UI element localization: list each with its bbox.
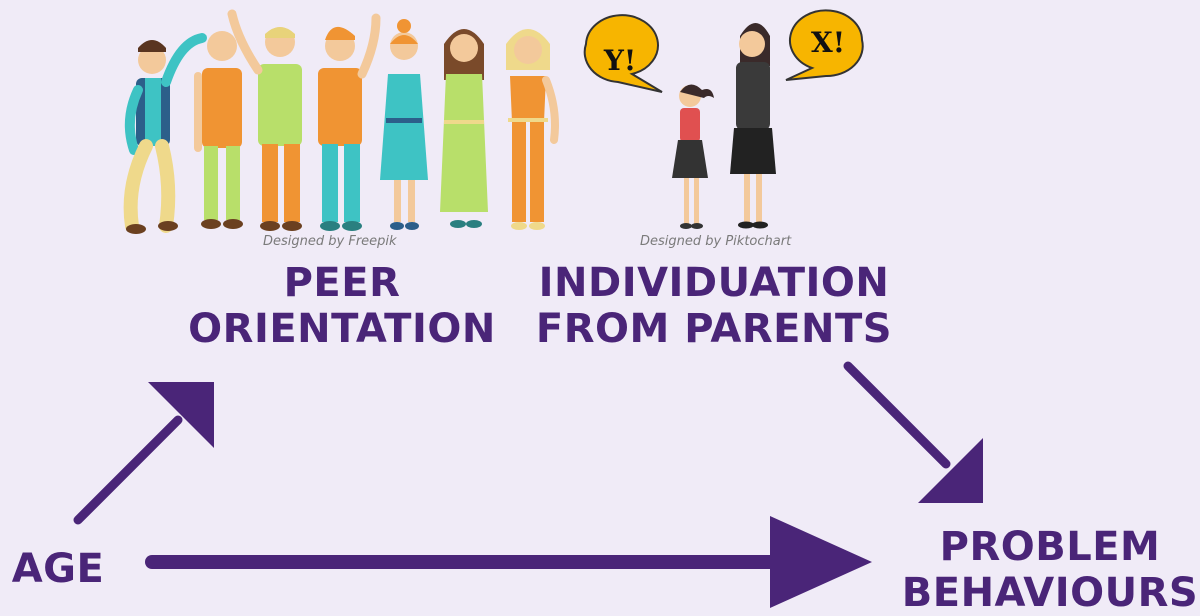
individuation-line-2: FROM PARENTS [535, 306, 893, 352]
credit-freepik: Designed by Freepik [263, 234, 397, 249]
person-1 [123, 33, 207, 234]
individuation-line-1: INDIVIDUATION [538, 260, 890, 306]
problem-line-2: BEHAVIOURS [901, 570, 1199, 616]
credit-piktochart: Designed by Piktochart [640, 234, 792, 249]
problem-behaviours-label: PROBLEM BEHAVIOURS [900, 524, 1200, 616]
person-2 [194, 31, 243, 229]
peer-group-illustration [123, 9, 559, 234]
person-7 [506, 29, 559, 230]
person-4 [318, 13, 381, 231]
speech-bubble-right [785, 9, 864, 81]
speech-text-right: X! [811, 26, 845, 59]
person-6 [440, 29, 488, 228]
arrow-parents-to-problem [843, 361, 983, 503]
peer-line-2: ORIENTATION [188, 306, 496, 352]
mother-figure [730, 23, 776, 229]
peer-orientation-label: PEER ORIENTATION [186, 260, 498, 352]
age-label: AGE [8, 546, 108, 592]
arrow-age-to-peer [73, 382, 214, 525]
child-figure [672, 84, 714, 229]
parent-child-illustration: Y! X! [583, 9, 864, 229]
peer-line-1: PEER [283, 260, 401, 306]
speech-text-left: Y! [603, 44, 636, 77]
arrows [73, 361, 983, 608]
problem-line-1: PROBLEM [939, 524, 1161, 570]
person-5 [380, 19, 428, 230]
person-3 [227, 9, 302, 231]
arrow-age-to-problem [145, 516, 872, 608]
individuation-label: INDIVIDUATION FROM PARENTS [534, 260, 894, 352]
age-text: AGE [11, 546, 105, 592]
speech-bubble-left [583, 14, 663, 93]
